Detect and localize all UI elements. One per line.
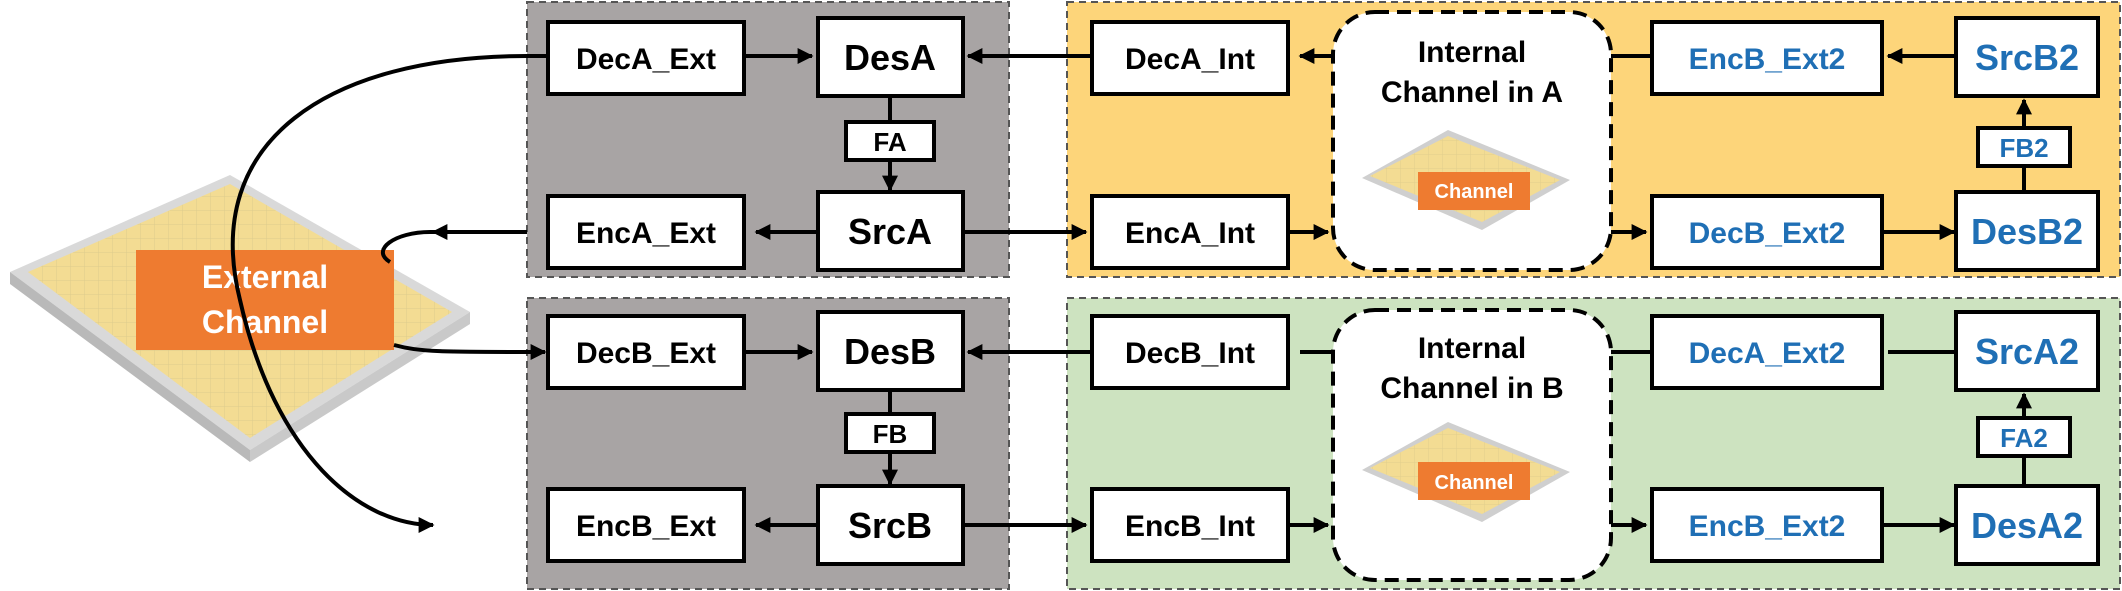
node-fa2: FA2 bbox=[1976, 416, 2072, 458]
internal-channel-a-chip-label: Channel bbox=[1435, 181, 1514, 203]
svg-text:SrcA2: SrcA2 bbox=[1975, 331, 2079, 372]
svg-text:EncB_Int: EncB_Int bbox=[1125, 510, 1255, 543]
node-desb: DesB bbox=[816, 310, 965, 392]
internal-channel-b-chip bbox=[1362, 422, 1570, 522]
internal-channel-b-chip-label: Channel bbox=[1435, 472, 1514, 494]
internal-channel-a-line2: Channel in A bbox=[1381, 76, 1563, 109]
svg-text:FA: FA bbox=[873, 127, 906, 157]
external-channel-label-box bbox=[136, 250, 394, 350]
node-fb2: FB2 bbox=[1976, 126, 2072, 168]
svg-text:DesB2: DesB2 bbox=[1971, 211, 2083, 252]
node-srca: SrcA bbox=[816, 190, 965, 272]
arrow-ext-to-decb bbox=[393, 343, 547, 360]
svg-text:EncA_Ext: EncA_Ext bbox=[576, 217, 716, 250]
node-encb-ext2-a: EncB_Ext2 bbox=[1650, 20, 1884, 96]
node-srca2: SrcA2 bbox=[1954, 310, 2100, 392]
node-decb-int: DecB_Int bbox=[1090, 314, 1290, 390]
arrow-panel-a-to-ext-bottom bbox=[230, 54, 528, 533]
node-decb-ext2: DecB_Ext2 bbox=[1650, 194, 1884, 270]
internal-channel-a-chip bbox=[1362, 130, 1570, 230]
external-channel-line2: Channel bbox=[202, 304, 328, 340]
node-fa: FA bbox=[844, 120, 936, 162]
svg-text:SrcB: SrcB bbox=[848, 505, 932, 546]
connectors bbox=[230, 48, 2032, 533]
svg-text:SrcA: SrcA bbox=[848, 211, 932, 252]
svg-text:EncB_Ext2: EncB_Ext2 bbox=[1689, 43, 1846, 76]
node-enca-int: EncA_Int bbox=[1090, 194, 1290, 270]
node-srcb2: SrcB2 bbox=[1954, 16, 2100, 98]
line-ext-a bbox=[381, 230, 527, 264]
node-enca-ext: EncA_Ext bbox=[546, 194, 746, 270]
svg-text:DecB_Int: DecB_Int bbox=[1125, 337, 1255, 370]
node-deca-int: DecA_Int bbox=[1090, 20, 1290, 96]
node-desa2: DesA2 bbox=[1954, 484, 2100, 566]
internal-channel-b-line1: Internal bbox=[1418, 332, 1526, 365]
svg-text:FB2: FB2 bbox=[1999, 133, 2048, 163]
svg-text:DecA_Ext2: DecA_Ext2 bbox=[1689, 337, 1846, 370]
node-encb-ext: EncB_Ext bbox=[546, 487, 746, 563]
node-encb-ext2-b: EncB_Ext2 bbox=[1650, 487, 1884, 563]
node-desb2: DesB2 bbox=[1954, 190, 2100, 272]
svg-text:DecB_Ext2: DecB_Ext2 bbox=[1689, 217, 1846, 250]
node-decb-ext: DecB_Ext bbox=[546, 314, 746, 390]
node-deca-ext: DecA_Ext bbox=[546, 20, 746, 96]
svg-text:SrcB2: SrcB2 bbox=[1975, 37, 2079, 78]
external-channel-line1: External bbox=[202, 259, 328, 295]
svg-text:DesA: DesA bbox=[844, 37, 936, 78]
internal-channel-b-line2: Channel in B bbox=[1380, 372, 1563, 405]
node-fb: FB bbox=[844, 412, 936, 454]
node-desa: DesA bbox=[816, 16, 965, 98]
svg-text:DecB_Ext: DecB_Ext bbox=[576, 337, 716, 370]
node-deca-ext2: DecA_Ext2 bbox=[1650, 314, 1884, 390]
svg-text:DecA_Ext: DecA_Ext bbox=[576, 43, 716, 76]
svg-text:EncB_Ext: EncB_Ext bbox=[576, 510, 716, 543]
svg-text:FB: FB bbox=[873, 419, 908, 449]
node-srcb: SrcB bbox=[816, 484, 965, 566]
svg-text:DesA2: DesA2 bbox=[1971, 505, 2083, 546]
svg-text:EncA_Int: EncA_Int bbox=[1125, 217, 1255, 250]
internal-channel-a-line1: Internal bbox=[1418, 36, 1526, 69]
svg-text:DesB: DesB bbox=[844, 331, 936, 372]
node-encb-int: EncB_Int bbox=[1090, 487, 1290, 563]
svg-text:EncB_Ext2: EncB_Ext2 bbox=[1689, 510, 1846, 543]
svg-text:FA2: FA2 bbox=[2000, 423, 2048, 453]
svg-text:DecA_Int: DecA_Int bbox=[1125, 43, 1255, 76]
